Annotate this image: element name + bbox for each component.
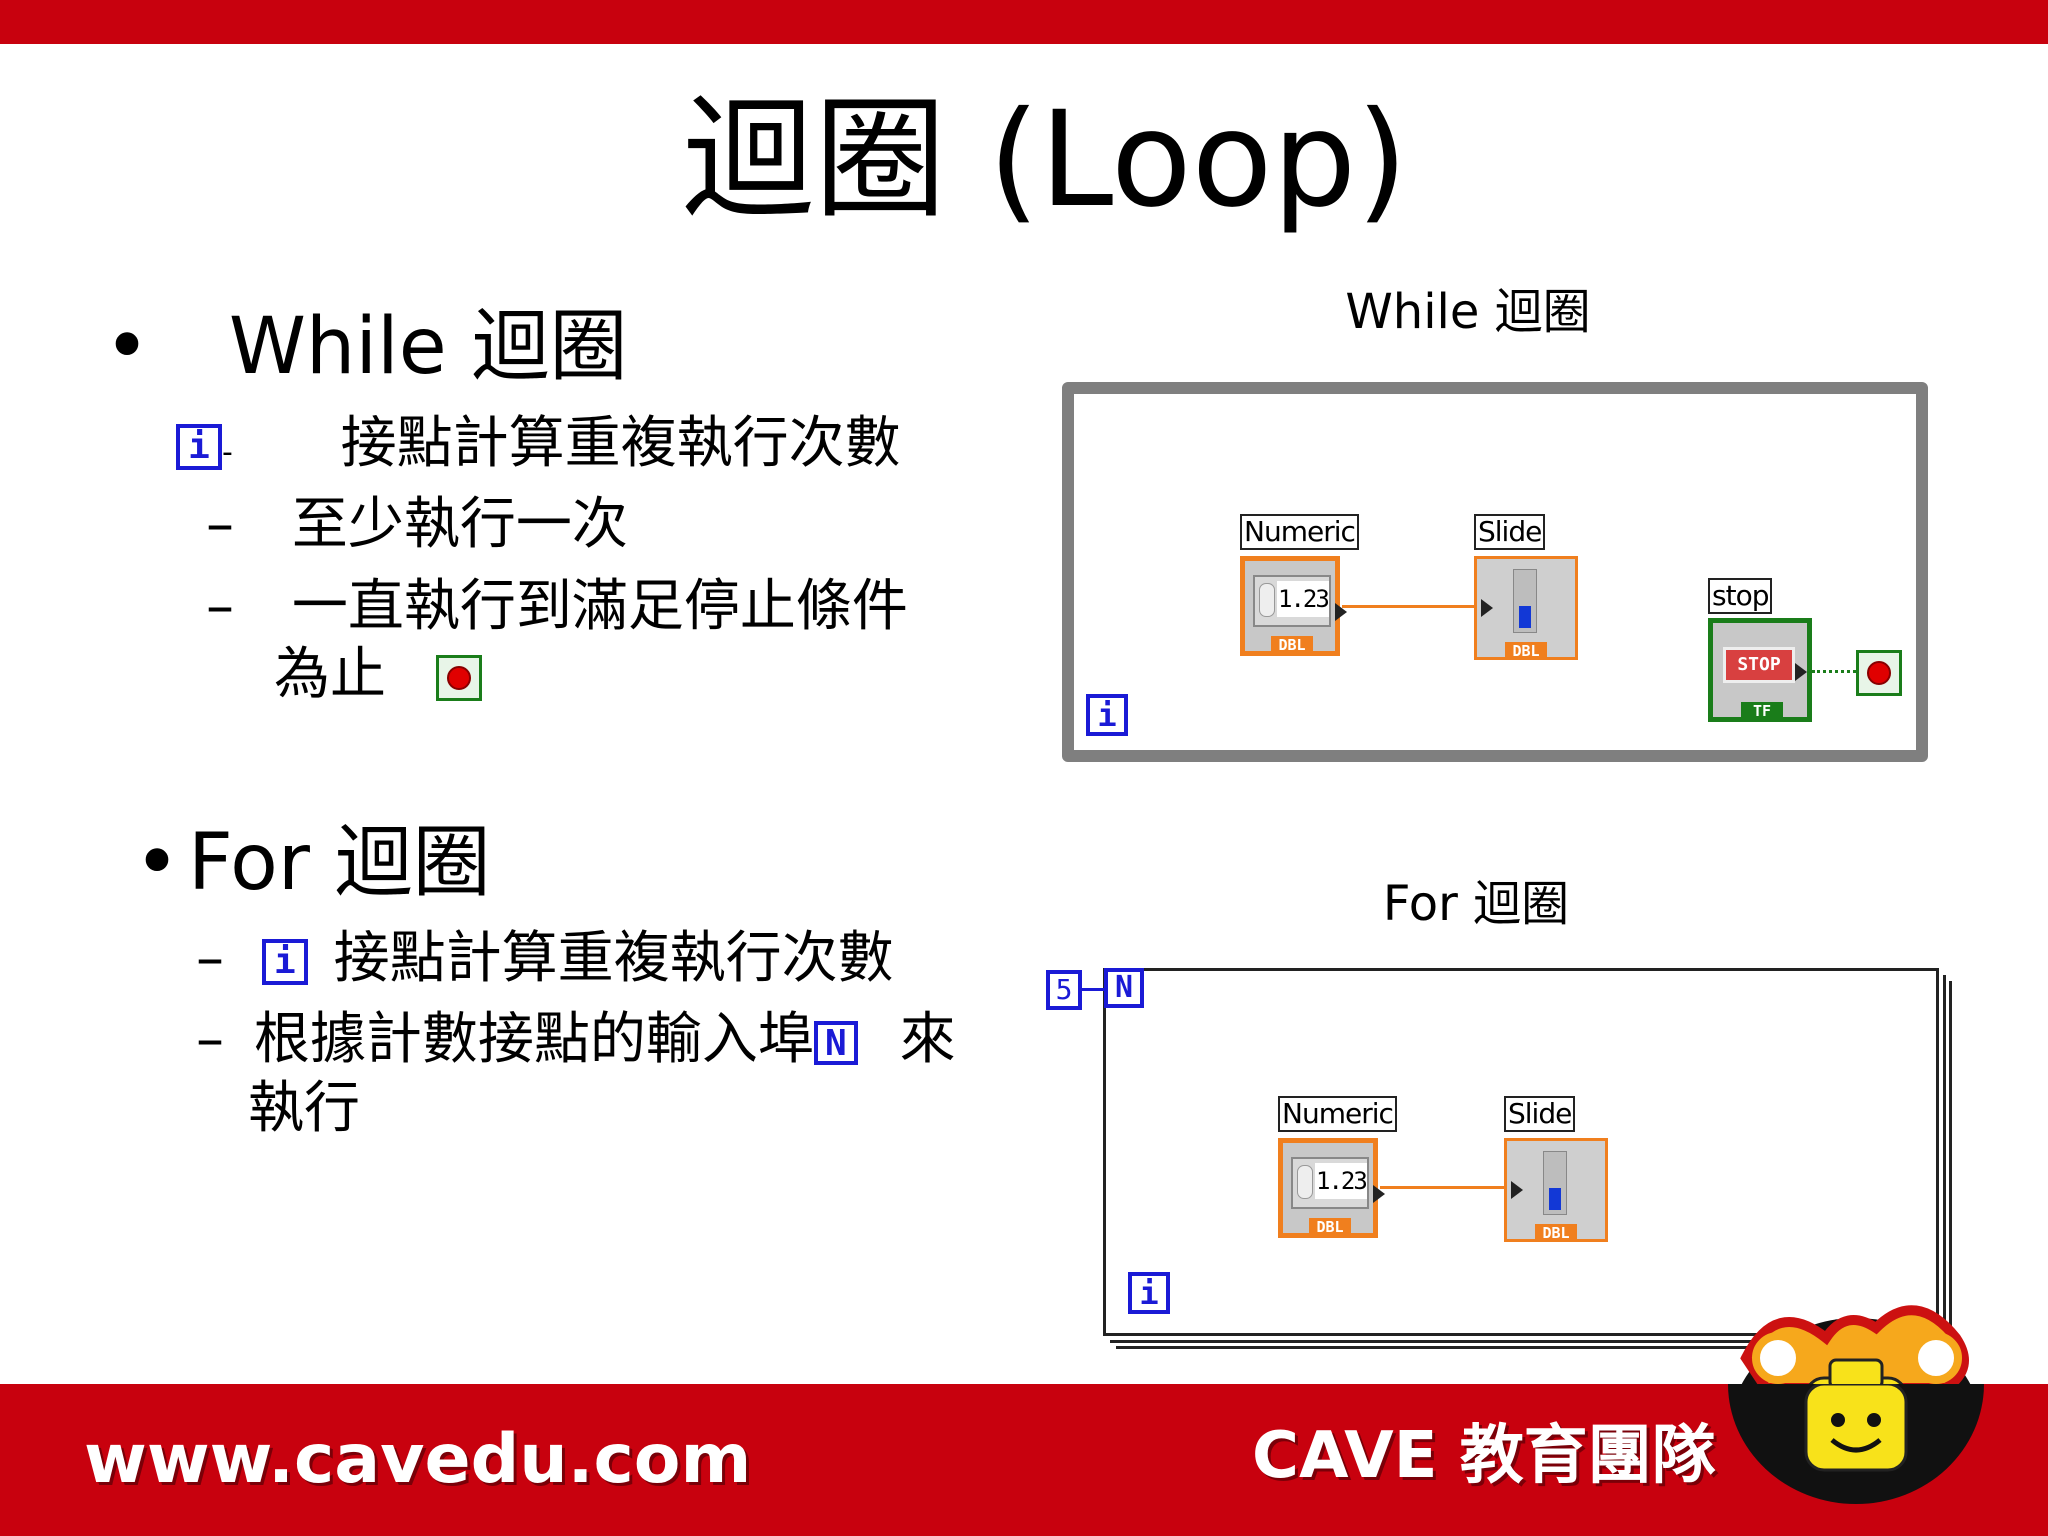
for-item-1-text: 接點計算重複執行次數 [333, 926, 894, 991]
spin-icon [1297, 1165, 1313, 1199]
stop-label: stop [1708, 578, 1773, 614]
slide-title: 迴圈 (Loop) [682, 83, 1408, 237]
numeric-value: 1.23 [1277, 581, 1330, 617]
input-arrow-icon [1481, 599, 1493, 617]
wire [1342, 605, 1474, 608]
numeric-control[interactable]: 1.23 DBL [1278, 1138, 1385, 1238]
while-heading: While 迴圈 [228, 302, 628, 392]
for-item-1: – i 接點計算重複執行次數 [196, 926, 894, 992]
iteration-terminal-icon: i [1086, 694, 1128, 736]
dash: – [196, 926, 224, 991]
while-item-3-cont: 為止 [274, 642, 482, 708]
slide-track [1513, 569, 1537, 633]
dash: – [206, 574, 234, 639]
output-arrow-icon [1795, 663, 1807, 681]
while-item-1-text: 接點計算重複執行次數 [340, 411, 901, 476]
iteration-terminal-icon: i [261, 938, 308, 985]
iteration-terminal-icon: i [176, 423, 222, 470]
stop-terminal-icon [435, 654, 482, 701]
while-item-1: i- 接點計算重複執行次數 [176, 411, 901, 486]
while-bullet: • While 迴圈 [104, 302, 628, 392]
count-wire [1082, 988, 1104, 991]
while-diagram-title: While 迴圈 [1345, 284, 1591, 340]
dbl-tag: DBL [1309, 1218, 1351, 1236]
top-banner [0, 0, 2048, 44]
for-bullet: •For 迴圈 [134, 818, 491, 908]
count-constant[interactable]: 5 [1046, 970, 1082, 1010]
for-item-2-after: 來 [899, 1007, 956, 1072]
numeric-control[interactable]: 1.23 DBL [1240, 556, 1347, 656]
for-heading: For 迴圈 [188, 818, 491, 908]
for-item-2-cont: 執行 [248, 1076, 360, 1142]
bullet-dot: • [134, 818, 181, 908]
input-arrow-icon [1511, 1181, 1523, 1199]
tf-tag: TF [1741, 702, 1783, 720]
while-item-3-text-2: 為止 [274, 642, 386, 707]
wire [1380, 1186, 1504, 1189]
mascot-lower-icon [1728, 1384, 1984, 1504]
count-terminal-icon: N [1104, 968, 1144, 1008]
separator: - [222, 435, 233, 470]
for-item-2-text: 根據計數接點的輸入埠 [253, 1007, 814, 1072]
slide-fill [1549, 1188, 1561, 1210]
dash: – [206, 492, 234, 557]
stop-button: STOP [1723, 647, 1795, 683]
stop-button-control[interactable]: STOP TF [1708, 618, 1812, 722]
spin-icon [1259, 583, 1275, 617]
footer-url[interactable]: www.cavedu.com [84, 1420, 752, 1499]
slide-indicator[interactable]: DBL [1474, 556, 1578, 660]
iteration-terminal-icon: i [1128, 1272, 1170, 1314]
slide-track [1543, 1151, 1567, 1215]
footer-brand: CAVE 教育團隊 [1252, 1419, 1716, 1493]
numeric-label: Numeric [1278, 1096, 1397, 1132]
slide-label: Slide [1504, 1096, 1576, 1132]
for-item-2-text-2: 執行 [248, 1076, 360, 1141]
slide-label: Slide [1474, 514, 1546, 550]
dbl-tag: DBL [1271, 636, 1313, 654]
while-item-2-text: 至少執行一次 [291, 492, 628, 557]
loop-condition-terminal-icon[interactable] [1856, 650, 1902, 696]
count-terminal-icon: N [813, 1020, 858, 1065]
while-item-2: – 至少執行一次 [206, 492, 628, 558]
while-item-3: – 一直執行到滿足停止條件 [206, 574, 908, 640]
slide-fill [1519, 606, 1531, 628]
bullet-dot: • [104, 302, 151, 392]
slide-indicator[interactable]: DBL [1504, 1138, 1608, 1242]
dbl-tag: DBL [1505, 642, 1547, 660]
for-diagram-title: For 迴圈 [1382, 876, 1570, 932]
numeric-label: Numeric [1240, 514, 1359, 550]
dbl-tag: DBL [1535, 1224, 1577, 1242]
dash: – [196, 1007, 224, 1072]
boolean-wire [1812, 670, 1856, 673]
output-arrow-icon [1373, 1185, 1385, 1203]
while-item-3-text: 一直執行到滿足停止條件 [291, 574, 908, 639]
footer-banner [0, 1384, 2048, 1536]
numeric-value: 1.23 [1315, 1163, 1368, 1199]
